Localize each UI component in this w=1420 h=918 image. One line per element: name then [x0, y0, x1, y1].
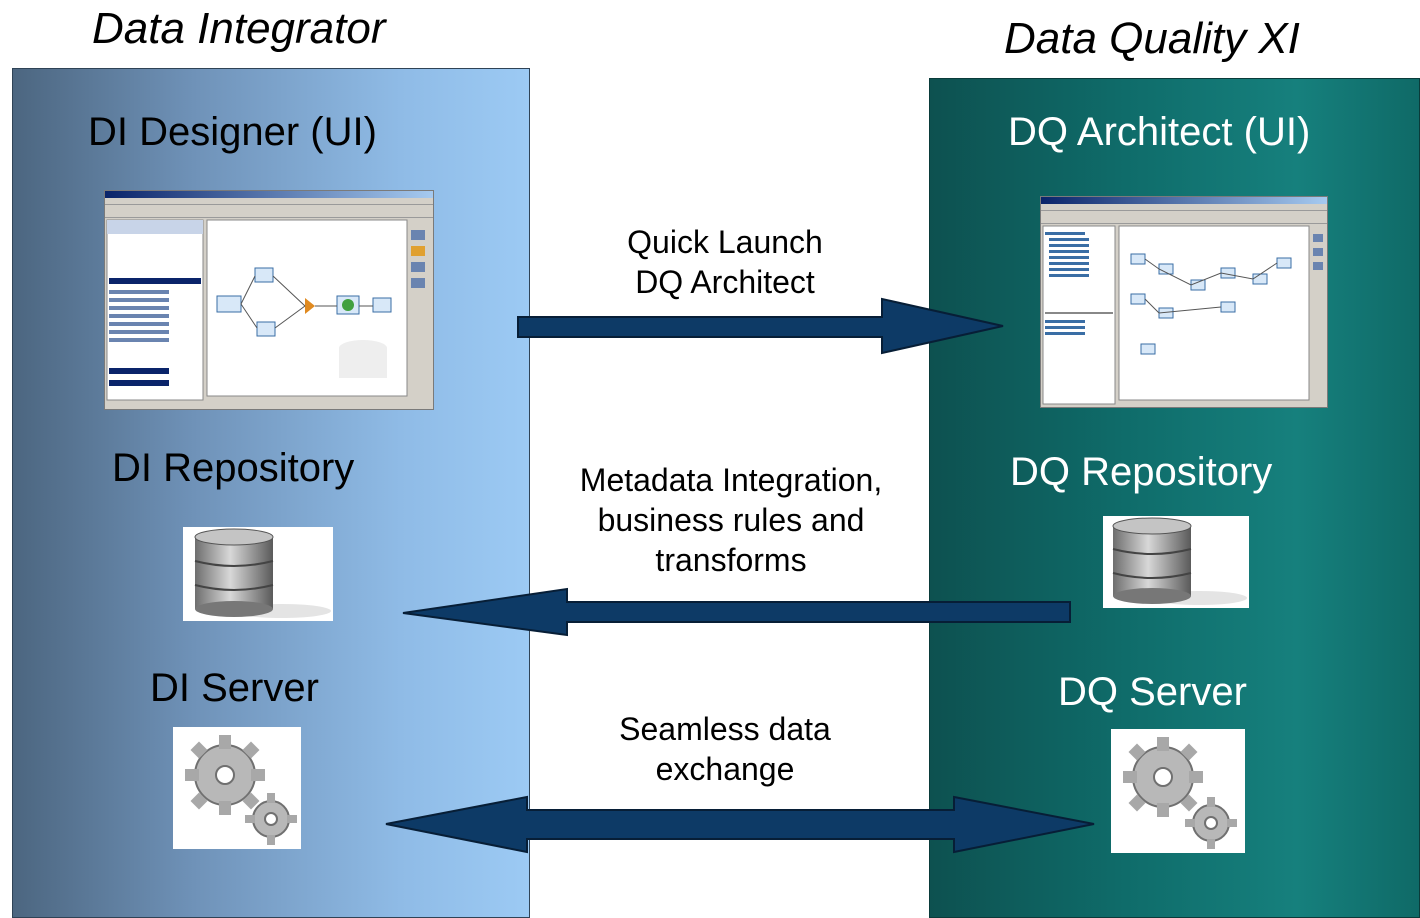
- quick-launch-label: Quick Launch DQ Architect: [560, 222, 890, 302]
- metadata-label: Metadata Integration, business rules and…: [540, 460, 922, 580]
- metadata-line2: business rules and: [597, 502, 865, 538]
- data-exchange-arrow: [385, 795, 1095, 854]
- di-database-icon: [183, 527, 333, 621]
- dq-server-heading: DQ Server: [1058, 670, 1247, 714]
- data-exchange-line1: Seamless data: [619, 711, 831, 747]
- dq-architect-heading: DQ Architect (UI): [1008, 110, 1311, 154]
- right-title: Data Quality XI: [1004, 14, 1300, 63]
- left-title: Data Integrator: [92, 4, 386, 53]
- quick-launch-arrow: [517, 297, 1004, 355]
- dq-gears-icon: [1111, 729, 1245, 853]
- di-gears-icon: [173, 727, 301, 849]
- di-designer-canvas: [106, 219, 427, 401]
- dq-repository-heading: DQ Repository: [1010, 450, 1273, 494]
- metadata-arrow: [402, 587, 1071, 637]
- data-exchange-label: Seamless data exchange: [560, 709, 890, 789]
- di-designer-screenshot: [104, 190, 434, 410]
- metadata-line1: Metadata Integration,: [579, 462, 883, 498]
- data-exchange-line2: exchange: [655, 751, 795, 787]
- quick-launch-line1: Quick Launch: [627, 224, 823, 260]
- di-repository-heading: DI Repository: [112, 446, 355, 490]
- dq-database-icon: [1103, 516, 1249, 608]
- dq-architect-canvas: [1042, 225, 1325, 405]
- quick-launch-line2: DQ Architect: [635, 264, 815, 300]
- dq-architect-screenshot: [1040, 196, 1328, 408]
- di-designer-heading: DI Designer (UI): [88, 110, 377, 154]
- metadata-line3: transforms: [655, 542, 807, 578]
- di-server-heading: DI Server: [150, 666, 319, 710]
